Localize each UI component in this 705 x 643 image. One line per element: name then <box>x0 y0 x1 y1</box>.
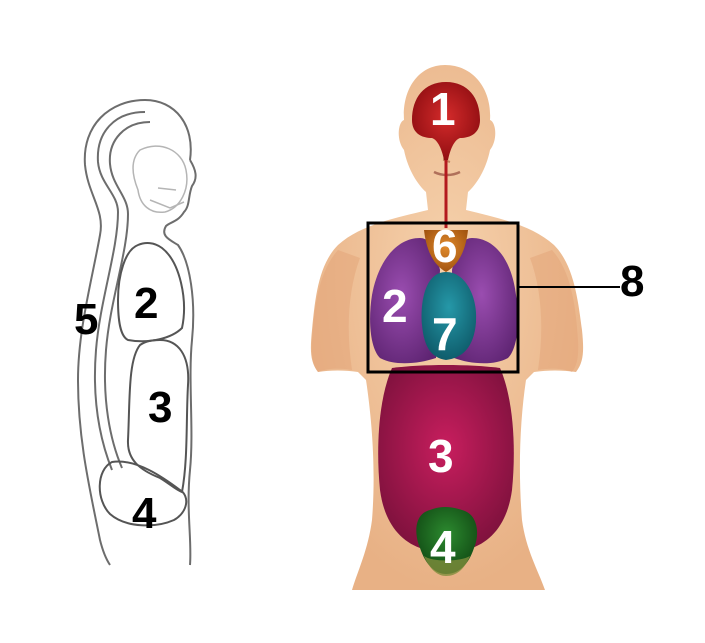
front-abdominal-cavity <box>378 365 514 548</box>
side-pelvic-cavity <box>98 460 188 527</box>
front-pelvic-lower <box>424 556 470 576</box>
front-label-1: 1 <box>430 83 456 135</box>
front-mediastinum-upper <box>424 230 468 272</box>
side-label-2: 2 <box>134 279 158 328</box>
side-label-3: 3 <box>148 383 172 432</box>
front-cranial-cavity <box>412 82 480 160</box>
front-label-6: 6 <box>432 220 458 272</box>
side-outer-outline <box>76 98 192 566</box>
front-label-3: 3 <box>428 430 454 482</box>
thoracic-cavity-box <box>366 221 520 374</box>
front-label-4: 4 <box>430 521 456 573</box>
side-thoracic-cavity <box>116 242 185 343</box>
front-label-2: 2 <box>382 280 408 332</box>
front-label-7: 7 <box>432 308 458 360</box>
front-pericardial-cavity <box>421 272 477 360</box>
side-label-4: 4 <box>132 489 157 538</box>
front-view-figure <box>310 65 584 590</box>
front-right-arm-shade <box>530 250 579 372</box>
side-view-figure <box>76 98 197 566</box>
front-pelvic-cavity <box>416 507 478 574</box>
front-left-arm-shade <box>311 250 360 372</box>
side-label-5: 5 <box>74 295 98 344</box>
callout-label-8: 8 <box>620 257 644 306</box>
side-dorsal-cavity <box>93 111 146 471</box>
side-skull <box>132 145 188 213</box>
front-left-lung <box>370 238 440 364</box>
side-jaw <box>149 187 185 209</box>
side-dorsal-cavity-inner <box>103 121 151 469</box>
side-face-profile <box>163 159 197 566</box>
